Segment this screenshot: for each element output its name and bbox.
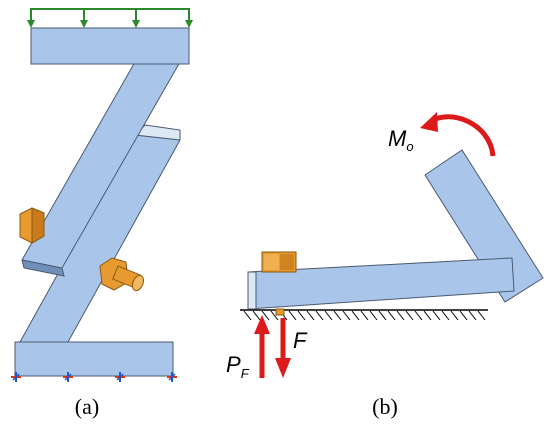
- hatch-line: [252, 310, 261, 321]
- preload-arrow: [254, 315, 270, 378]
- down-arrow-icon: [27, 9, 35, 28]
- bolt-nut-icon: [99, 257, 145, 292]
- hatch-line: [261, 310, 270, 321]
- hatch-line: [351, 310, 360, 321]
- hatch-line: [342, 310, 351, 321]
- hatch-line: [405, 310, 414, 321]
- hatch-line: [333, 310, 342, 321]
- hatch-line: [378, 310, 387, 321]
- cross-support-icon: [63, 372, 73, 382]
- bolt-head-icon: [261, 251, 297, 273]
- bottom-plate: [14, 341, 174, 377]
- hatch-line: [288, 310, 297, 321]
- hatch-line: [306, 310, 315, 321]
- lever-plate-end: [247, 271, 257, 310]
- hatch-line: [396, 310, 405, 321]
- force-label: F: [293, 328, 308, 353]
- hatch-line: [432, 310, 441, 321]
- hatch-line: [450, 310, 459, 321]
- hatch-line: [468, 310, 477, 321]
- hatch-line: [387, 310, 396, 321]
- caption-a: (a): [75, 394, 99, 419]
- hatch-line: [360, 310, 369, 321]
- hatch-line: [369, 310, 378, 321]
- hatch-line: [324, 310, 333, 321]
- distributed-load: [27, 8, 193, 28]
- preload-label: PF: [226, 352, 250, 381]
- hatch-line: [441, 310, 450, 321]
- panel-b: Mo PF F (b): [226, 112, 544, 419]
- cross-support-icon: [11, 372, 21, 382]
- hatch-line: [243, 310, 252, 321]
- fixed-supports: [11, 372, 177, 382]
- cross-support-icon: [167, 372, 177, 382]
- hatch-line: [459, 310, 468, 321]
- down-arrow-icon: [132, 9, 140, 28]
- hatch-line: [297, 310, 306, 321]
- hatch-line: [414, 310, 423, 321]
- upper-plate-shade: [21, 259, 65, 277]
- force-arrow: [275, 318, 291, 378]
- hatch-line: [423, 310, 432, 321]
- bolt-head-icon: [19, 207, 45, 244]
- down-arrow-icon: [185, 9, 193, 28]
- hatch-line: [270, 310, 279, 321]
- hatch-line: [477, 310, 486, 321]
- cross-support-icon: [115, 372, 125, 382]
- bolt-stub: [275, 308, 285, 316]
- panel-a: (a): [11, 8, 193, 419]
- down-arrow-icon: [80, 9, 88, 28]
- curved-arrow-icon: [420, 112, 496, 157]
- top-plate: [30, 27, 190, 65]
- hatch-line: [315, 310, 324, 321]
- moment-label: Mo: [388, 126, 414, 154]
- caption-b: (b): [372, 394, 398, 419]
